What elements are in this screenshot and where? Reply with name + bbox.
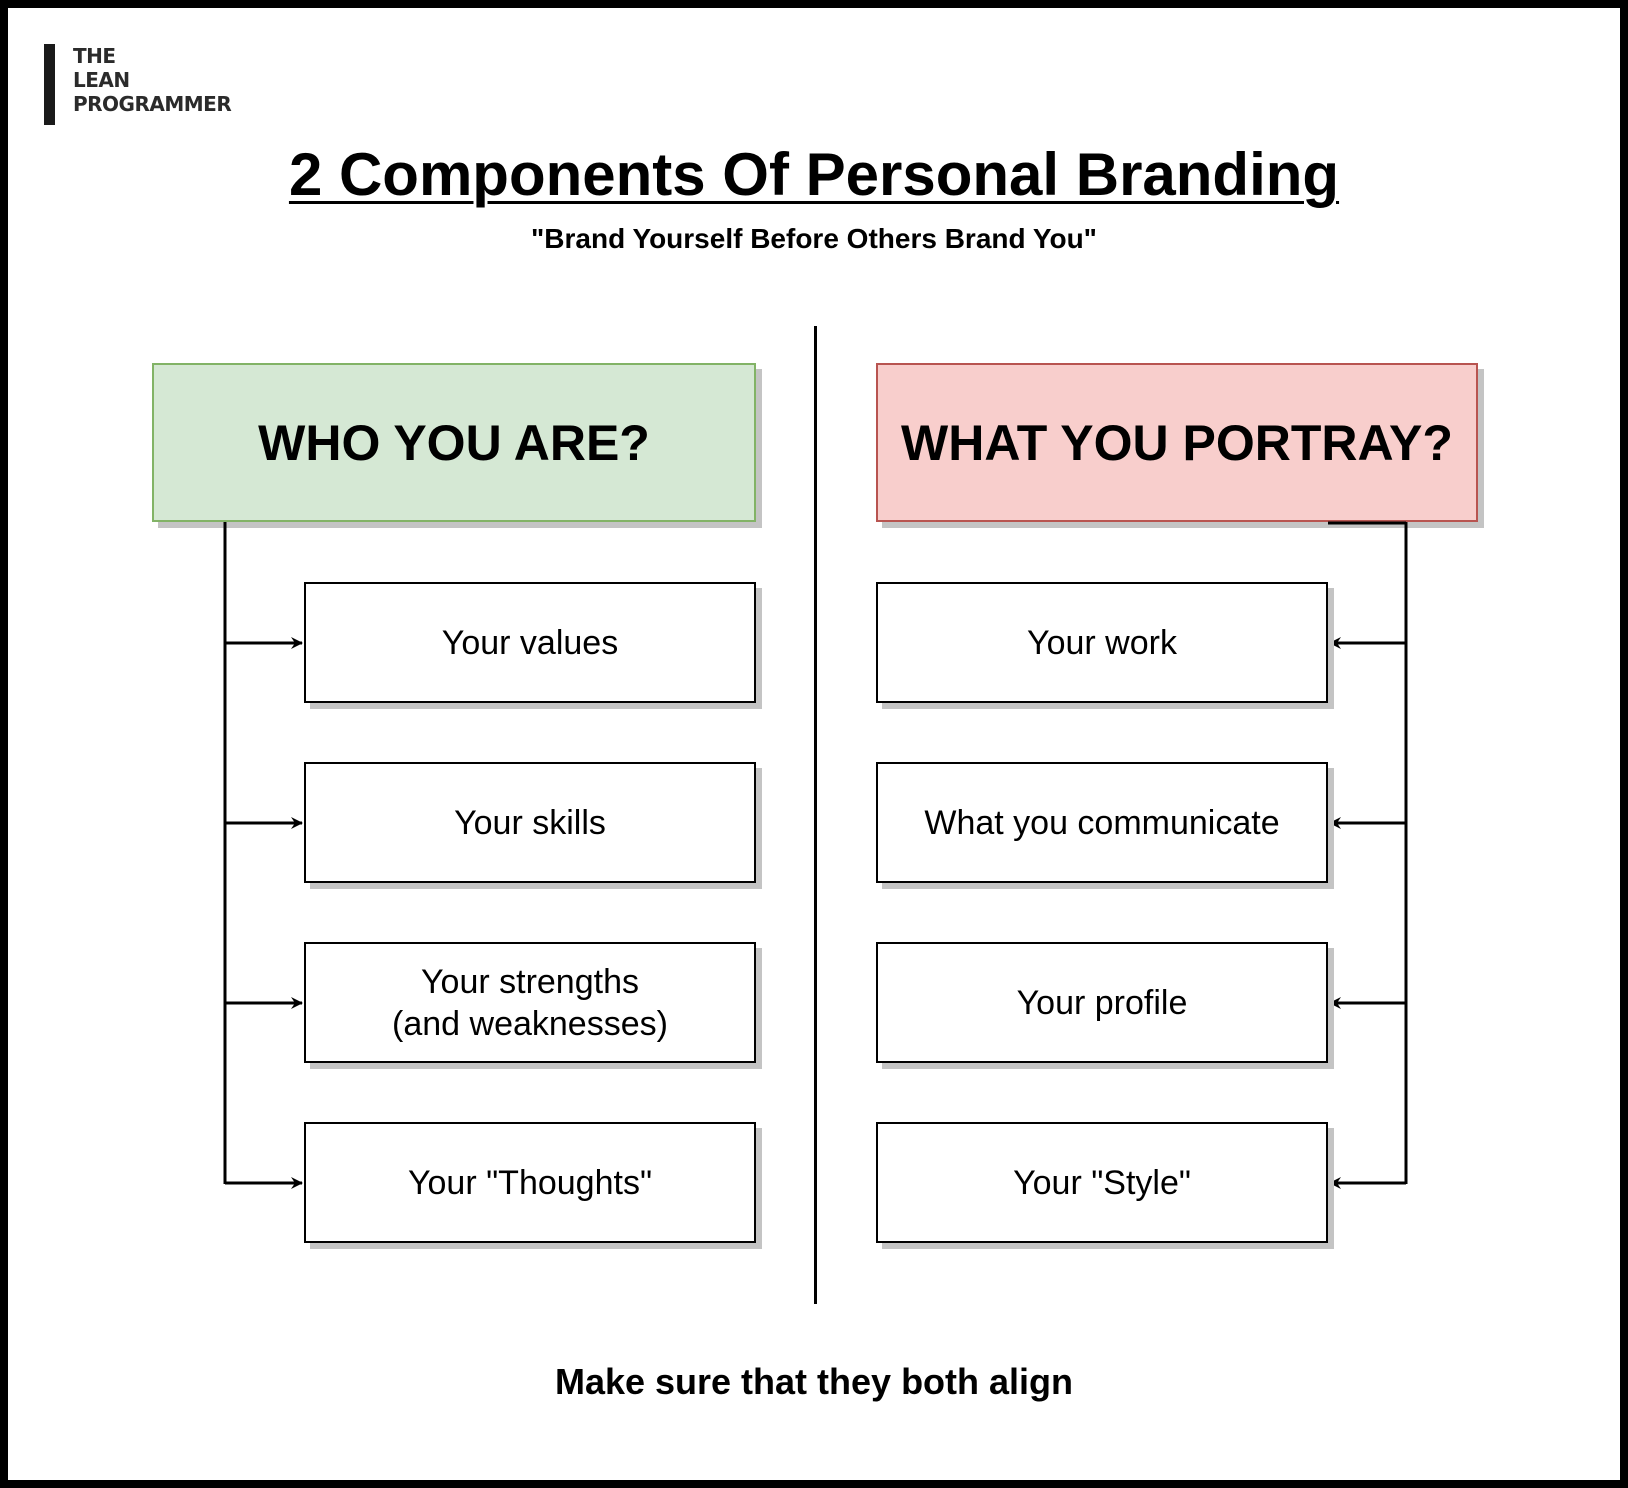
item-what-you-communicate: What you communicate bbox=[876, 762, 1328, 883]
brand-logo: THE LEAN PROGRAMMER bbox=[44, 44, 232, 125]
who-you-are-header: WHO YOU ARE? bbox=[152, 363, 756, 522]
what-you-portray-header: WHAT YOU PORTRAY? bbox=[876, 363, 1478, 522]
item-your-profile: Your profile bbox=[876, 942, 1328, 1063]
item-your-skills: Your skills bbox=[304, 762, 756, 883]
item-your-work: Your work bbox=[876, 582, 1328, 703]
item-your-thoughts: Your "Thoughts" bbox=[304, 1122, 756, 1243]
item-your-strengths: Your strengths (and weaknesses) bbox=[304, 942, 756, 1063]
center-divider bbox=[814, 326, 817, 1304]
page-subtitle: "Brand Yourself Before Others Brand You" bbox=[531, 223, 1097, 254]
page-title: 2 Components Of Personal Branding bbox=[288, 141, 1340, 208]
logo-line-3: PROGRAMMER bbox=[73, 92, 232, 116]
item-your-style: Your "Style" bbox=[876, 1122, 1328, 1243]
item-your-values: Your values bbox=[304, 582, 756, 703]
logo-line-1: THE bbox=[73, 44, 116, 68]
logo-line-2: LEAN bbox=[73, 68, 130, 92]
footer-note: Make sure that they both align bbox=[554, 1361, 1074, 1402]
